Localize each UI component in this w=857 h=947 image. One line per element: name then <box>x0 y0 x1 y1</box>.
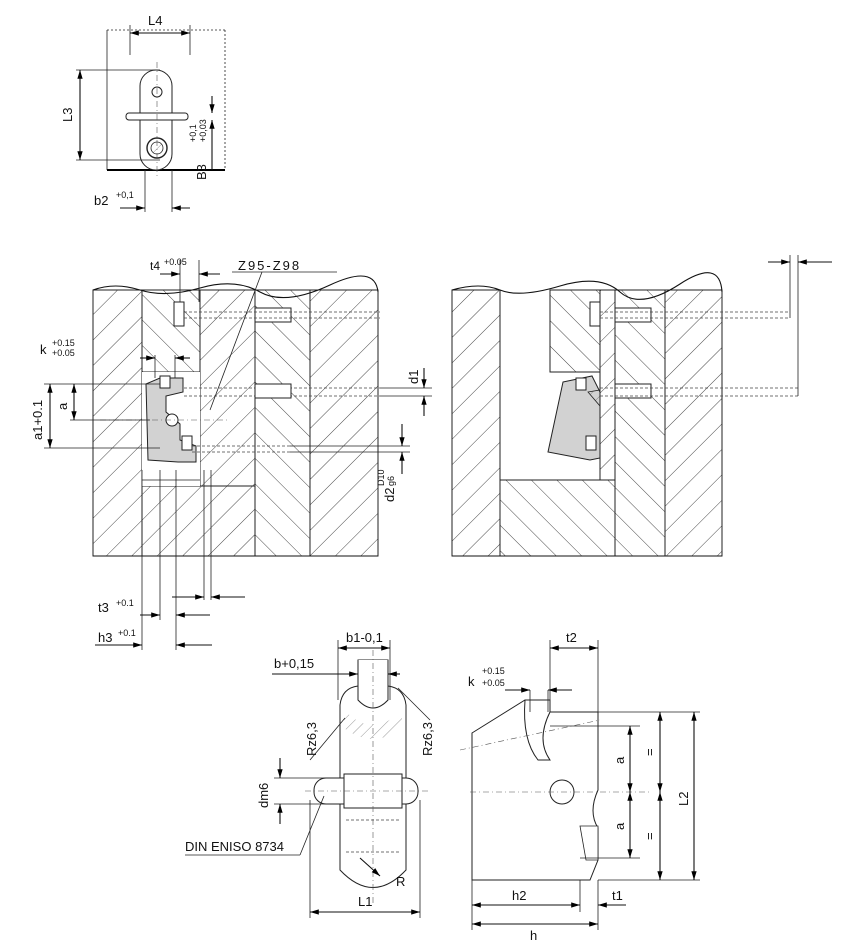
top-view <box>76 25 226 212</box>
label-L2: L2 <box>676 792 691 806</box>
label-d2: d2 <box>382 488 397 502</box>
label-k-tol-upper: +0.15 <box>52 338 75 348</box>
label-din: DIN ENISO 8734 <box>185 839 284 854</box>
label-t3: t3 <box>98 600 109 615</box>
label-L4: L4 <box>148 13 162 28</box>
label-L1: L1 <box>358 894 372 909</box>
label-R: R <box>396 874 405 889</box>
label-eq-bottom: = <box>642 832 657 840</box>
label-eq-top: = <box>642 748 657 756</box>
label-B3: B3 <box>194 164 209 180</box>
label-rz-right: Rz6,3 <box>420 722 435 756</box>
label-d1: d1 <box>406 370 421 384</box>
label-t4-tol: +0.05 <box>164 257 187 267</box>
section-left <box>44 260 432 650</box>
label-side-k-tol-upper: +0.15 <box>482 666 505 676</box>
label-k: k <box>40 342 47 357</box>
side-detail <box>459 640 700 930</box>
label-side-k: k <box>468 674 475 689</box>
label-h2: h2 <box>512 888 526 903</box>
label-side-k-tol-lower: +0.05 <box>482 678 505 688</box>
label-side-a-bottom: a <box>612 822 627 830</box>
label-callout: Z95-Z98 <box>238 258 301 273</box>
label-h: h <box>530 928 537 943</box>
label-d2-fit-upper: D10 <box>376 469 386 486</box>
label-B3-tol-upper: +0,1 <box>188 124 198 142</box>
section-right <box>451 255 832 557</box>
label-side-a-top: a <box>612 756 627 764</box>
label-t2: t2 <box>566 630 577 645</box>
label-L3: L3 <box>60 108 75 122</box>
label-t4: t4 <box>150 259 160 273</box>
label-a1: a1+0.1 <box>30 400 45 440</box>
label-b1: b1-0,1 <box>346 630 383 645</box>
label-b2-tol: +0,1 <box>116 190 134 200</box>
label-rz-left: Rz6,3 <box>304 722 319 756</box>
label-b: b+0,15 <box>274 656 314 671</box>
label-B3-tol-lower: +0,03 <box>198 119 208 142</box>
label-k-tol-lower: +0.05 <box>52 348 75 358</box>
label-h3: h3 <box>98 630 112 645</box>
label-h3-tol: +0.1 <box>118 628 136 638</box>
label-d2-fit-lower: g6 <box>386 476 396 486</box>
label-a: a <box>55 402 70 410</box>
label-t1: t1 <box>612 888 623 903</box>
label-t3-tol: +0.1 <box>116 598 134 608</box>
label-b2: b2 <box>94 193 108 208</box>
label-dm6: dm6 <box>256 783 271 808</box>
front-detail <box>185 640 431 918</box>
